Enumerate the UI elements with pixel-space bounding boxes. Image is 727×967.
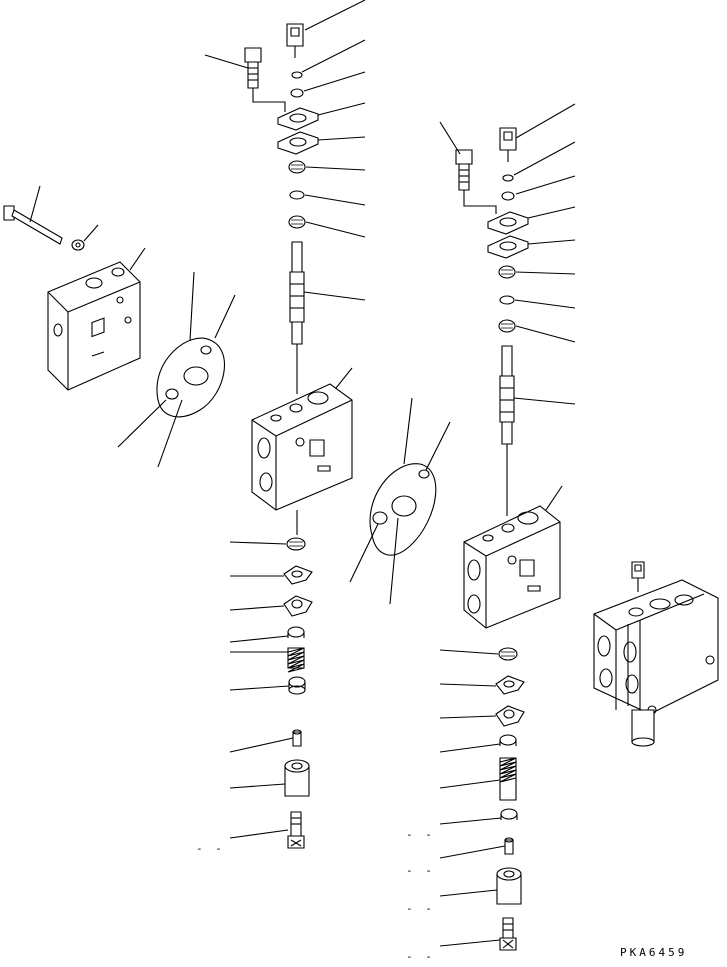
- right-spring-seat: [440, 735, 516, 752]
- left-lower-flange: [230, 596, 312, 616]
- right-spring: [440, 758, 516, 800]
- right-gasket-plate: [488, 236, 575, 258]
- right-lower-flange: [440, 706, 524, 726]
- right-pin: [503, 175, 513, 181]
- right-spool: [500, 346, 575, 516]
- left-cap-screw: [205, 48, 285, 112]
- right-o-ring-2: [500, 296, 575, 308]
- left-cover-plate: [278, 103, 365, 130]
- left-o-ring-2: [290, 191, 365, 205]
- drawing-code: PKA6459: [620, 946, 688, 959]
- right-spring-case: [440, 868, 521, 904]
- right-cover-plate: [488, 207, 575, 234]
- left-pin: [292, 72, 302, 78]
- callout-mark-4: - -: [406, 902, 435, 915]
- callout-mark-2: - -: [406, 828, 435, 841]
- right-lever-bracket: [500, 104, 575, 162]
- assembled-valve-view: [594, 562, 718, 746]
- right-lower-seal: [440, 648, 517, 660]
- left-bottom-screw: [230, 812, 304, 848]
- left-seal-1: [289, 161, 365, 173]
- right-stopper-bolt: [440, 838, 513, 858]
- right-lower-retainer: [440, 676, 524, 694]
- tie-bolt: [4, 186, 62, 244]
- left-seal-2: [289, 216, 365, 237]
- right-spring-cap: [440, 809, 517, 824]
- callout-mark-1: - -: [196, 842, 225, 855]
- right-valve-body: [464, 486, 562, 628]
- left-lever-bracket: [287, 0, 365, 58]
- right-seal-1: [499, 266, 575, 278]
- left-spring: [230, 648, 304, 672]
- left-lower-retainer: [230, 566, 312, 584]
- left-o-ring-1: [291, 89, 303, 97]
- gasket-center: [350, 398, 450, 604]
- right-seal-2: [499, 320, 575, 342]
- left-spring-case: [230, 760, 309, 796]
- callout-mark-5: - -: [406, 950, 435, 963]
- left-spring-seat: [230, 627, 304, 642]
- right-bottom-screw: [440, 918, 516, 950]
- left-spring-cap: [230, 677, 305, 694]
- left-valve-body: [252, 368, 352, 535]
- left-stopper-bolt: [230, 730, 301, 752]
- callout-mark-3: - -: [406, 864, 435, 877]
- left-lower-seal: [230, 538, 305, 550]
- left-spool: [290, 242, 365, 394]
- tie-bolt-washer: [72, 225, 98, 250]
- end-plate: [48, 248, 145, 390]
- right-o-ring-1: [502, 192, 514, 200]
- right-cap-screw: [440, 122, 496, 214]
- left-gasket-plate: [278, 132, 365, 154]
- gasket-left: [118, 272, 235, 467]
